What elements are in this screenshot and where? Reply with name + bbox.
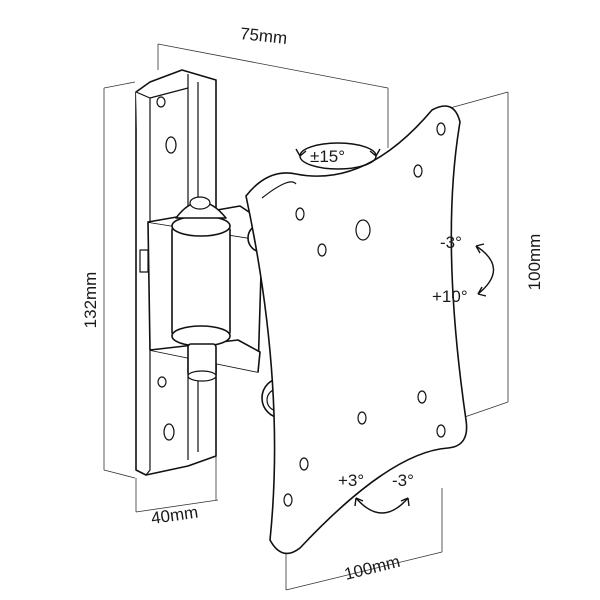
vesa-hole <box>317 243 327 257</box>
vesa-hole <box>413 164 423 178</box>
vesa-hole <box>436 122 446 136</box>
vesa-hole <box>436 424 446 438</box>
vesa-width-dimension-label: 100mm <box>342 552 402 584</box>
vesa-hole <box>283 493 293 507</box>
hinge-cylinder <box>171 225 231 337</box>
plate-hole <box>157 376 167 388</box>
tilt-arrow <box>475 243 495 297</box>
tilt-down-label: +10° <box>432 287 468 306</box>
vesa-hole <box>295 207 305 221</box>
level-arrow <box>354 497 410 514</box>
level-left-label: +3° <box>338 471 364 490</box>
vesa-height-dimension-label: 100mm <box>525 234 544 291</box>
plate-slot <box>165 136 177 154</box>
vesa-hole <box>299 457 309 471</box>
plate-slot <box>163 423 175 441</box>
plate-hole <box>156 96 166 108</box>
plate-notch <box>139 249 149 273</box>
swivel-arrow <box>295 142 381 170</box>
vesa-hole <box>417 390 427 404</box>
swivel-label: ±15° <box>310 147 345 166</box>
depth-dimension-label: 40mm <box>150 503 199 528</box>
vesa-plate <box>245 105 468 555</box>
vesa-center-hole <box>355 219 371 241</box>
vesa-hole <box>357 411 367 425</box>
tilt-up-label: -3° <box>440 233 462 252</box>
width-dimension-label: 75mm <box>239 24 288 48</box>
height-dimension-label: 132mm <box>81 272 100 329</box>
level-right-label: -3° <box>392 471 414 490</box>
